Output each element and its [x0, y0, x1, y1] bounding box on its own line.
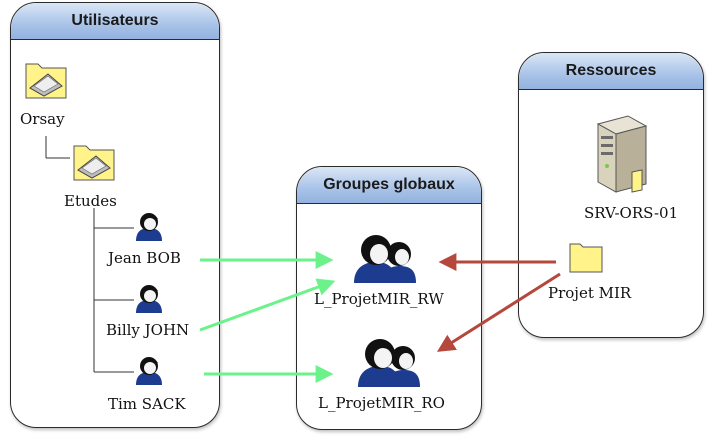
group-label-ro: L_ProjetMIR_RO: [318, 394, 445, 412]
folder-icon: [569, 243, 603, 273]
user-group-icon: [354, 235, 416, 283]
resources-panel: Ressources: [518, 52, 704, 338]
user-icon: [136, 213, 162, 241]
user-label-billy: Billy JOHN: [106, 321, 190, 339]
tree-connectors: [45, 136, 134, 373]
arrow-share-to-ro: [436, 272, 561, 352]
user-icon: [136, 285, 162, 313]
server-label: SRV-ORS-01: [584, 204, 679, 222]
folder-label-etudes: Etudes: [64, 192, 117, 210]
user-icon: [136, 357, 162, 385]
groups-panel-title: Groupes globaux: [297, 167, 481, 204]
share-label: Projet MIR: [548, 284, 632, 302]
arrow-billy-to-rw: [199, 278, 336, 332]
folder-label-orsay: Orsay: [20, 110, 65, 128]
group-label-rw: L_ProjetMIR_RW: [314, 290, 444, 308]
user-label-jean: Jean BOB: [108, 249, 181, 267]
folder-scanner-icon: [73, 145, 115, 181]
folder-scanner-icon: [25, 63, 67, 99]
user-label-tim: Tim SACK: [108, 395, 186, 413]
users-panel-title: Utilisateurs: [11, 3, 219, 40]
resources-panel-title: Ressources: [519, 53, 703, 90]
server-icon: [596, 115, 648, 193]
user-group-icon: [358, 339, 420, 387]
